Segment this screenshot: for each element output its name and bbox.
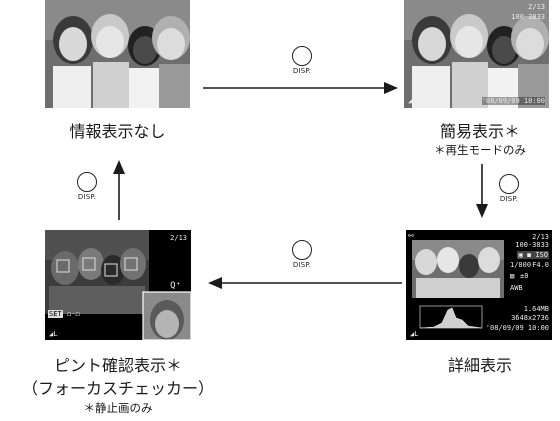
label-no-info: 情報表示なし <box>69 122 166 141</box>
arrow-right-top <box>203 82 398 94</box>
exposure-comp: ±0 <box>520 272 529 280</box>
datetime: '08/09/09 10:00 <box>481 97 545 105</box>
sub-label-focus-check: （フォーカスチェッカー） <box>21 379 214 398</box>
disp-label: DISP. <box>292 67 312 75</box>
datetime: '08/09/09 10:00 <box>485 324 549 332</box>
mode-icons: ▣ ◼ ISO <box>517 251 549 259</box>
frame-counter: 2/13 <box>532 233 549 241</box>
frame-counter: 2/13 <box>170 234 187 242</box>
exposure-icon: ▧ <box>510 272 515 280</box>
arrow-left-bottom <box>208 277 402 289</box>
disp-circle-icon <box>77 172 97 192</box>
screen-focus-check: 2/13 Q⁺ SET ◻-◻ ◢L <box>45 230 191 340</box>
label-focus-check: ピント確認表示＊ <box>53 356 182 375</box>
note-simple: ＊再生モードのみ <box>434 143 526 157</box>
children-photo <box>404 0 549 108</box>
disp-circle-icon <box>499 174 519 194</box>
disp-circle-icon <box>292 240 312 260</box>
size-icon: ◢L <box>410 330 419 338</box>
note-focus-check: ＊静止画のみ <box>83 401 153 415</box>
file-size: 1.64MB <box>523 305 549 313</box>
disp-label: DISP. <box>499 195 519 203</box>
resolution: 3648x2736 <box>511 314 549 322</box>
label-simple: 簡易表示＊ <box>439 122 520 141</box>
size-icon: ◢L <box>49 330 58 338</box>
disp-button-right: DISP. <box>492 174 526 203</box>
arrow-up-left <box>113 160 125 220</box>
arrow-down-right <box>476 164 488 218</box>
disp-button-top: DISP. <box>285 46 319 75</box>
detailed-layout <box>406 230 552 340</box>
disp-label: DISP. <box>292 261 312 269</box>
size-icon: ◢L <box>408 97 417 105</box>
screen-simple: 2/13 100-3833 ◢L '08/09/09 10:00 <box>404 0 549 108</box>
screen-no-info <box>45 0 190 108</box>
screen-detailed: 2/13 100-3833 ▣ ◼ ISO 1/800 F4.0 ▧ ±0 AW… <box>406 230 552 340</box>
disp-label: DISP. <box>77 193 97 201</box>
white-balance-icon: AWB <box>510 284 523 292</box>
set-button-icon: SET <box>48 310 63 318</box>
focus-check-layout <box>45 230 191 340</box>
disp-button-bottom: DISP. <box>285 240 319 269</box>
children-photo <box>45 0 190 108</box>
disp-button-left: DISP. <box>70 172 104 201</box>
file-number: 100-3833 <box>515 241 549 249</box>
protect-icon: ⚯ <box>408 232 414 240</box>
shutter-speed: 1/800 <box>510 261 532 269</box>
frame-counter: 2/13 <box>528 3 545 11</box>
disp-circle-icon <box>292 46 312 66</box>
file-number: 100-3833 <box>511 13 545 21</box>
zoom-icon: Q⁺ <box>170 281 181 291</box>
aperture: F4.0 <box>532 261 549 269</box>
frame-switch-icon: ◻-◻ <box>67 310 80 318</box>
label-detailed: 詳細表示 <box>447 356 512 375</box>
